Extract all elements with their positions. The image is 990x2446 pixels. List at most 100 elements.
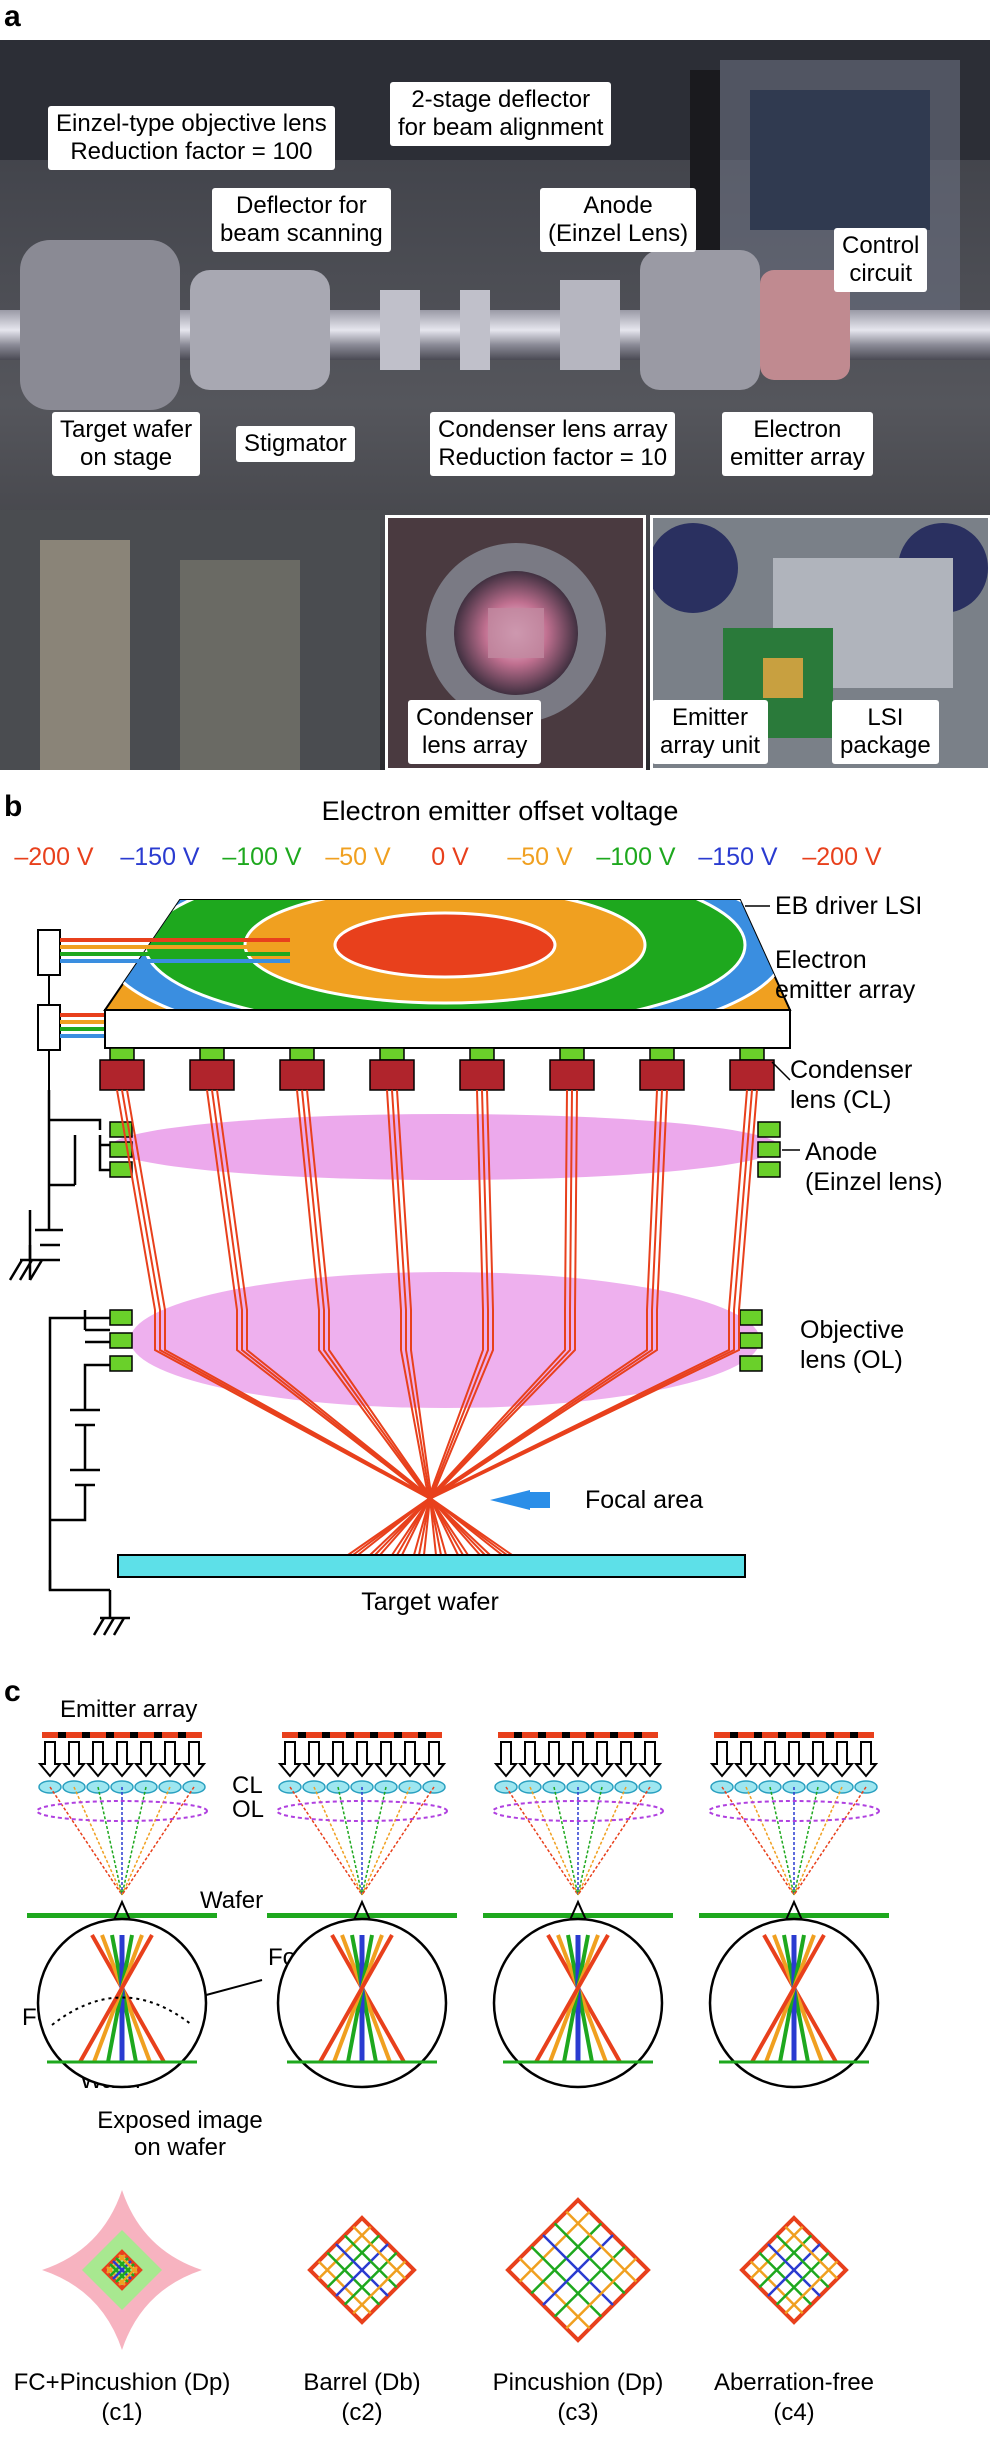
condenser-lens-element xyxy=(99,1059,145,1091)
anode-electrodes xyxy=(109,1121,781,1178)
down-arrow-icon xyxy=(397,1741,423,1778)
down-arrow-icon xyxy=(181,1741,207,1778)
aberration-case: FC+Pincushion (Dp) (c1) xyxy=(14,1732,231,2426)
beam-path xyxy=(428,1089,748,1499)
ray-line xyxy=(793,1786,843,1896)
label-anode-2: (Einzel lens) xyxy=(805,1168,943,1196)
emitter-mark xyxy=(642,1732,658,1738)
down-arrow-icon xyxy=(493,1741,519,1778)
down-arrow-icon xyxy=(349,1741,375,1778)
focal-arrow-icon xyxy=(490,1490,530,1510)
driver-wires xyxy=(37,929,290,1120)
beam-path xyxy=(427,1089,484,1499)
down-arrow-icon xyxy=(37,1741,63,1778)
case-name: Barrel (Db) xyxy=(303,2369,420,2396)
beam-divergent xyxy=(429,1497,481,1556)
aberration-diagram: Emitter array CL OL Wafer Focal area FC … xyxy=(14,1696,889,2426)
ray-line xyxy=(769,1786,795,1896)
condenser-lens-row xyxy=(99,1059,775,1091)
beam-path xyxy=(206,1089,430,1499)
beam-path xyxy=(429,1089,573,1499)
callout-control-circuit: Control circuit xyxy=(834,228,928,292)
emitter-array-bar xyxy=(104,1009,791,1049)
beam-path xyxy=(391,1089,431,1499)
emitter-mark xyxy=(618,1732,634,1738)
ray-line xyxy=(793,1786,819,1896)
ray-line xyxy=(361,1786,387,1896)
zoom-ray xyxy=(534,1934,610,2063)
callout-stigmator: Stigmator xyxy=(236,426,355,462)
ray-line xyxy=(337,1786,363,1896)
ray-line xyxy=(577,1786,603,1896)
down-arrow-icon xyxy=(301,1741,327,1778)
emitter-mark xyxy=(594,1732,610,1738)
case-name: Pincushion (Dp) xyxy=(493,2369,664,2396)
down-arrow-icon xyxy=(133,1741,159,1778)
down-arrow-icon xyxy=(61,1741,87,1778)
down-arrow-icon xyxy=(757,1741,783,1778)
down-arrow-icon xyxy=(589,1741,615,1778)
voltage-label: –100 V xyxy=(596,843,676,871)
case-code: (c1) xyxy=(101,2399,142,2426)
ray-line xyxy=(289,1786,363,1896)
aberration-case: Barrel (Db)(c2) xyxy=(267,1732,457,2426)
emitter-mark xyxy=(90,1732,106,1738)
ray-line xyxy=(577,1786,627,1896)
emitter-inset-image xyxy=(653,518,988,768)
emitter-mark xyxy=(810,1732,826,1738)
case-code: (c3) xyxy=(557,2399,598,2426)
ray-line xyxy=(577,1786,651,1896)
emitter-tip xyxy=(559,1047,585,1061)
beam-path xyxy=(386,1089,430,1499)
aberration-cases: FC+Pincushion (Dp) (c1) Barrel (Db)(c2) Pin… xyxy=(14,1732,889,2426)
down-arrow-icon xyxy=(709,1741,735,1778)
label-objective-1: Objective xyxy=(800,1316,904,1344)
emitter-tip xyxy=(289,1047,315,1061)
down-arrow-icon xyxy=(637,1741,663,1778)
down-arrow-icon xyxy=(325,1741,351,1778)
emitter-tip xyxy=(649,1047,675,1061)
emitter-mark xyxy=(138,1732,154,1738)
down-arrow-icon xyxy=(781,1741,807,1778)
voltage-label: –150 V xyxy=(698,843,778,871)
ray-line xyxy=(793,1786,867,1896)
label-exposed-2: on wafer xyxy=(134,2134,226,2161)
beam-divergent xyxy=(429,1497,503,1556)
beam-divergent xyxy=(413,1497,431,1556)
emitter-mark xyxy=(498,1732,514,1738)
exposed-outline xyxy=(505,2197,651,2343)
grid-line xyxy=(118,2266,138,2286)
eb-driver-lsi xyxy=(103,899,792,1011)
ray-line xyxy=(721,1786,795,1896)
emitter-mark xyxy=(66,1732,82,1738)
panel-letter-b: b xyxy=(4,790,23,823)
emitter-mark xyxy=(858,1732,874,1738)
label-eb-driver: EB driver LSI xyxy=(775,892,922,920)
beam-divergent xyxy=(429,1497,437,1556)
voltage-label: –150 V xyxy=(120,843,200,871)
magnifier-tip xyxy=(569,1899,587,1921)
beam-divergent xyxy=(391,1497,431,1556)
beam-path xyxy=(430,1089,668,1499)
emitter-tip xyxy=(379,1047,405,1061)
beam-divergent xyxy=(369,1497,431,1556)
beam-divergent xyxy=(429,1497,459,1556)
exposed-outline xyxy=(739,2215,849,2325)
emitter-mark xyxy=(330,1732,346,1738)
callout-condenser-array: Condenser lens array Reduction factor = … xyxy=(430,412,676,476)
schematic-title: Electron emitter offset voltage xyxy=(322,796,679,826)
control-circuitry xyxy=(8,1090,130,1636)
case-name: FC+Pincushion (Dp) xyxy=(14,2369,231,2396)
emitter-mark xyxy=(306,1732,322,1738)
label-objective-2: lens (OL) xyxy=(800,1346,903,1374)
beam-path xyxy=(126,1089,432,1499)
magnifier-tip xyxy=(113,1899,131,1921)
grid-line xyxy=(352,2260,407,2315)
callout-target-wafer: Target wafer on stage xyxy=(52,412,201,476)
emitter-mark xyxy=(834,1732,850,1738)
beam-path xyxy=(396,1089,433,1499)
magnifier-tip xyxy=(785,1899,803,1921)
ol-lens xyxy=(36,1800,208,1822)
label-condenser-2: lens (CL) xyxy=(790,1086,891,1114)
